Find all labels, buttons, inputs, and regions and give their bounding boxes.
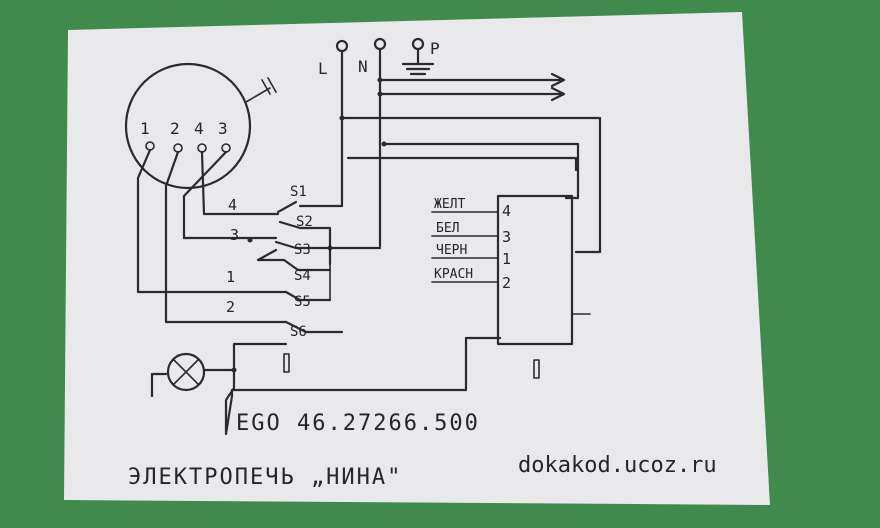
switch-label-s4: S4 [294, 268, 311, 284]
regulator-pin-2: 2 [502, 274, 511, 292]
socket-outline-icon [124, 62, 252, 190]
switch-label-s6: S6 [290, 324, 307, 340]
wire-label-1: 1 [226, 268, 235, 286]
paper-sheet [64, 12, 770, 505]
supply-lines [339, 48, 602, 254]
socket-key-icon [245, 77, 277, 103]
fuse-right-icon [533, 359, 540, 379]
wire-label-3: 3 [230, 226, 239, 244]
heater-socket: 1 2 4 3 [124, 62, 277, 190]
regulator-color-red: КРАСН [434, 267, 473, 282]
switch-label-s5: S5 [294, 294, 311, 310]
indicator-lamp [150, 336, 502, 436]
regulator-color-yellow: ЖЕЛТ [434, 197, 465, 212]
regulator-block: ЖЕЛТ БЕЛ ЧЕРН КРАСН 4 3 1 2 [431, 194, 591, 379]
label-n: N [358, 57, 368, 76]
wire-label-2: 2 [226, 298, 235, 316]
socket-pin-label-2: 2 [170, 119, 180, 138]
regulator-pin-1: 1 [502, 250, 511, 268]
socket-pin-label-4: 4 [194, 119, 204, 138]
switch-label-s2: S2 [296, 214, 313, 230]
switch-s4-icon [256, 248, 332, 272]
label-l: L [318, 59, 328, 78]
regulator-color-white: БЕЛ [436, 221, 459, 236]
fuse-left-icon [283, 353, 290, 373]
source-site: dokakod.ucoz.ru [518, 453, 717, 478]
socket-pin-label-3: 3 [218, 119, 228, 138]
switch-label-s3: S3 [294, 242, 311, 258]
regulator-pin-3: 3 [502, 228, 511, 246]
regulator-color-black: ЧЕРН [436, 243, 467, 258]
label-p: P [430, 39, 440, 58]
regulator-box [496, 194, 574, 346]
switch-s3-icon [274, 240, 382, 250]
switch-block: S1 S2 S3 S4 S5 S6 [247, 184, 382, 340]
lamp-icon [166, 352, 206, 392]
model-code: EGO 46.27266.500 [236, 411, 480, 436]
switch-s5-icon [284, 290, 332, 302]
socket-wires: 4 3 1 2 [136, 148, 288, 324]
regulator-pin-4: 4 [502, 202, 511, 220]
switch-label-s1: S1 [290, 184, 307, 200]
diagram-caption: ЭЛЕКТРОПЕЧЬ „НИНА" [128, 465, 402, 490]
switch-s6-icon [284, 320, 344, 334]
wire-label-4: 4 [228, 196, 237, 214]
ground-icon [401, 48, 435, 76]
socket-pin-label-1: 1 [140, 119, 150, 138]
switch-s1-icon [276, 200, 344, 214]
